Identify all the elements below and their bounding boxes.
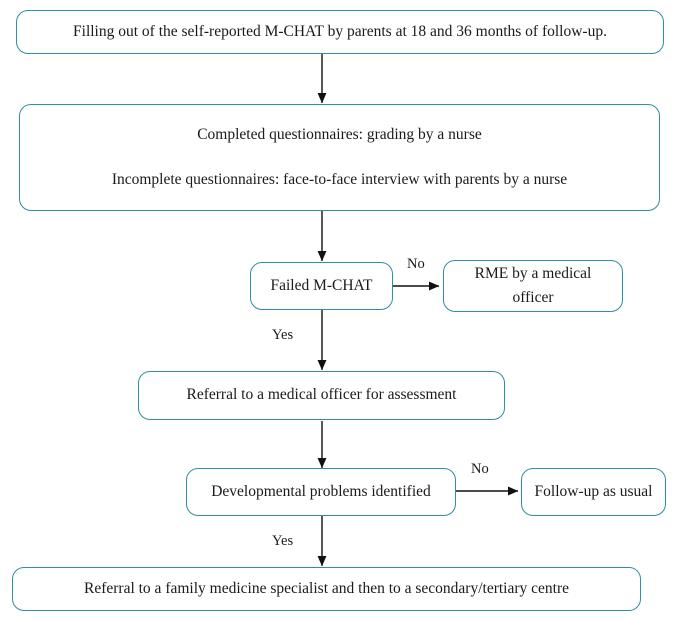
mchat-filling-box: Filling out of the self-reported M-CHAT … (16, 10, 664, 54)
edge-label-no-failed-mchat: No (407, 256, 425, 272)
referral-medical-officer-box: Referral to a medical officer for assess… (138, 371, 505, 420)
failed-mchat-decision: Failed M-CHAT (250, 262, 393, 310)
node-text: Failed M-CHAT (270, 276, 373, 294)
developmental-problems-decision: Developmental problems identified (186, 468, 456, 516)
questionnaire-grading-box: Completed questionnaires: grading by a n… (19, 104, 660, 211)
edge-label-yes-failed-mchat: Yes (272, 327, 294, 343)
node-text: Developmental problems identified (211, 482, 431, 500)
edge-label-yes-developmental: Yes (272, 533, 294, 549)
referral-family-medicine-box: Referral to a family medicine specialist… (12, 567, 641, 611)
node-text: Follow-up as usual (534, 482, 653, 500)
node-text: Referral to a medical officer for assess… (186, 386, 457, 404)
node-text: Completed questionnaires: grading by a n… (197, 126, 482, 144)
node-text: Incomplete questionnaires: face-to-face … (111, 170, 568, 188)
node-text: officer (512, 289, 554, 306)
follow-up-as-usual-box: Follow-up as usual (521, 468, 666, 516)
node-text: Referral to a family medicine specialist… (83, 579, 570, 597)
rme-medical-officer-box: RME by a medical officer (443, 260, 623, 312)
edge-label-no-developmental: No (471, 461, 489, 477)
node-text: RME by a medical (474, 264, 592, 282)
node-text: Filling out of the self-reported M-CHAT … (73, 22, 607, 40)
